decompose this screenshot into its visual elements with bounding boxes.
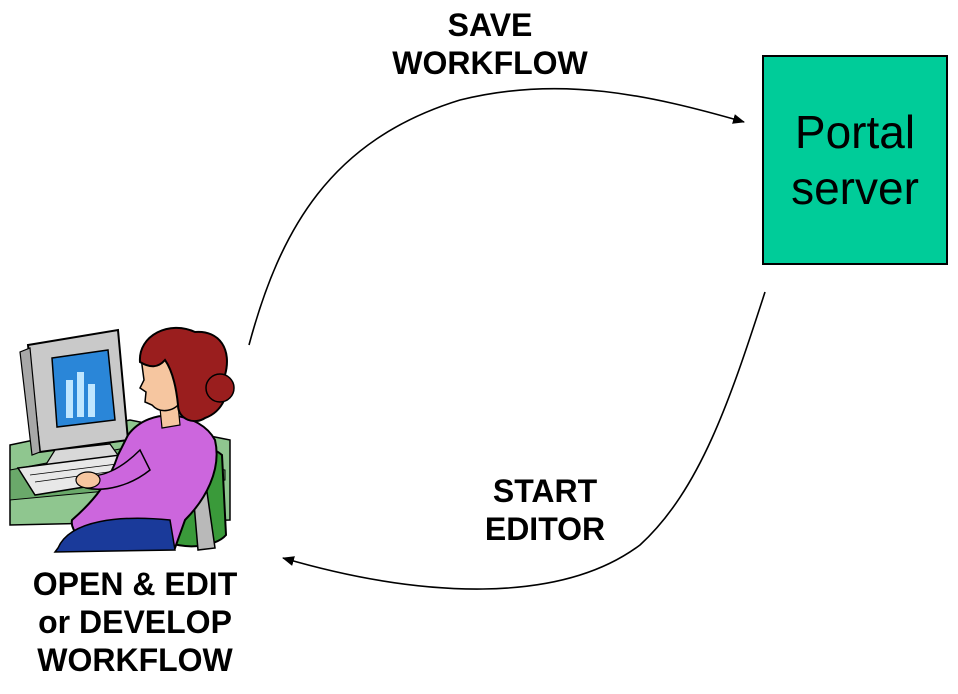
user-label-line1: OPEN & EDIT bbox=[32, 566, 238, 602]
start-label-line1: START bbox=[492, 473, 598, 509]
person-at-computer-icon bbox=[9, 326, 235, 553]
save-workflow-label: SAVE WORKFLOW bbox=[370, 6, 610, 82]
user-label-line2: or DEVELOP bbox=[38, 604, 232, 640]
save-label-line2: WORKFLOW bbox=[392, 45, 588, 81]
start-editor-label: START EDITOR bbox=[455, 472, 635, 548]
server-label-line2: server bbox=[791, 162, 919, 214]
user-label-line3: WORKFLOW bbox=[37, 642, 233, 678]
start-editor-arrow bbox=[282, 291, 766, 590]
server-label-line1: Portal bbox=[794, 106, 916, 158]
save-label-line1: SAVE bbox=[447, 7, 533, 43]
user-action-label: OPEN & EDIT or DEVELOP WORKFLOW bbox=[0, 565, 270, 679]
save-workflow-arrow bbox=[248, 87, 745, 346]
portal-server-box: Portal server bbox=[762, 55, 948, 265]
start-label-line2: EDITOR bbox=[484, 511, 606, 547]
